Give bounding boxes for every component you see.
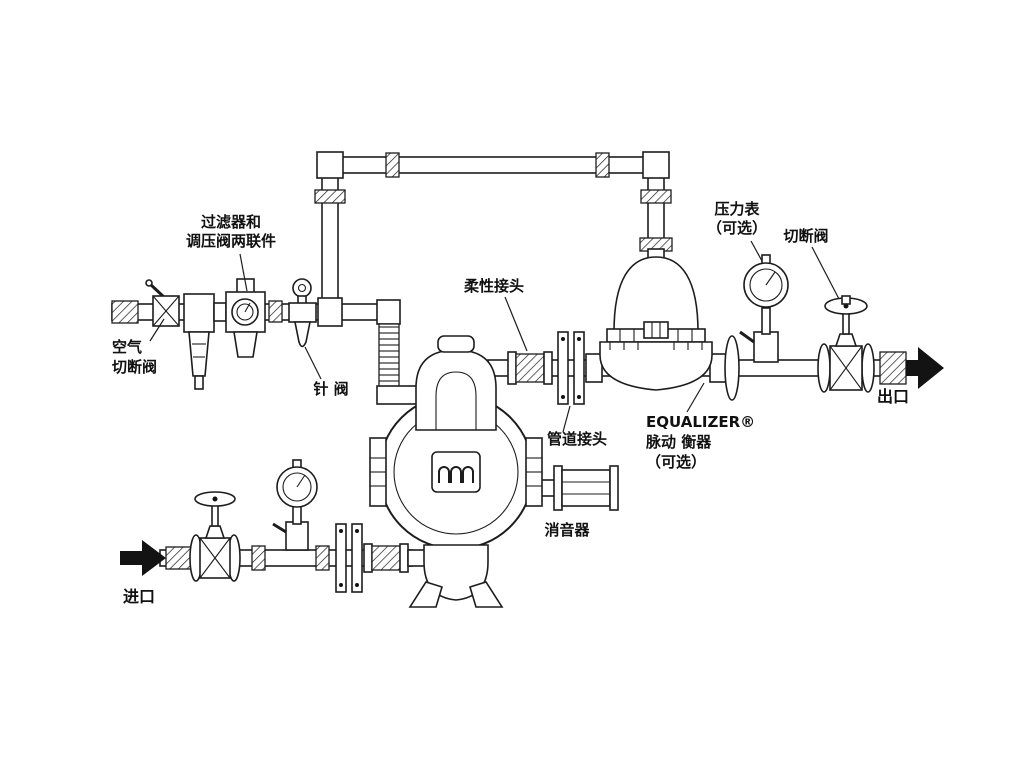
pipe-joint-flange-drawing [557, 331, 585, 405]
inlet-shutoff-valve-drawing [189, 491, 241, 582]
label-pipe-joint: 管道接头 [546, 430, 608, 448]
label-muffler: 消音器 [544, 521, 590, 539]
equalizer-drawing [585, 237, 740, 401]
air-shutoff-valve-drawing [145, 279, 180, 327]
label-filter-regulator: 过滤器和 调压阀两联件 [185, 213, 277, 250]
label-air-shutoff-valve: 空气 切断阀 [112, 338, 158, 376]
label-equalizer: EQUALIZER® 脉动 衡器 （可选） [646, 413, 756, 471]
outlet-shutoff-valve-drawing [817, 295, 875, 393]
air-supply-line [111, 278, 420, 405]
suction-line [120, 459, 431, 593]
pump-air-housing-drawing [415, 349, 497, 431]
pump-foot-left [408, 581, 443, 608]
inlet-pressure-gauge-drawing [272, 459, 318, 551]
outlet-pressure-gauge-drawing [739, 254, 789, 363]
leader-lines [149, 240, 840, 433]
air-hose-drawing [378, 323, 400, 389]
air-filter-drawing [183, 293, 215, 390]
pump-foot-right [469, 581, 504, 608]
label-needle-valve: 针 阀 [313, 380, 349, 398]
label-pressure-gauge: 压力表 （可选） [706, 200, 768, 237]
pump-drawing [369, 335, 543, 608]
label-shutoff-valve: 切断阀 [783, 227, 829, 245]
label-outlet: 出口 [876, 387, 910, 406]
pump-logo-plate [431, 451, 481, 493]
label-inlet: 进口 [122, 587, 156, 606]
needle-valve-drawing [288, 278, 317, 348]
inlet-flow-arrow [120, 540, 166, 576]
inlet-flexible-joint-drawing [363, 543, 409, 573]
discharge-flexible-joint-drawing [507, 351, 553, 385]
air-header-pipework [314, 151, 672, 307]
label-flexible-joint: 柔性接头 [463, 277, 525, 295]
inlet-flange-pair-drawing [335, 523, 363, 593]
outlet-flow-arrow [906, 347, 944, 389]
pressure-regulator-drawing [225, 278, 266, 358]
